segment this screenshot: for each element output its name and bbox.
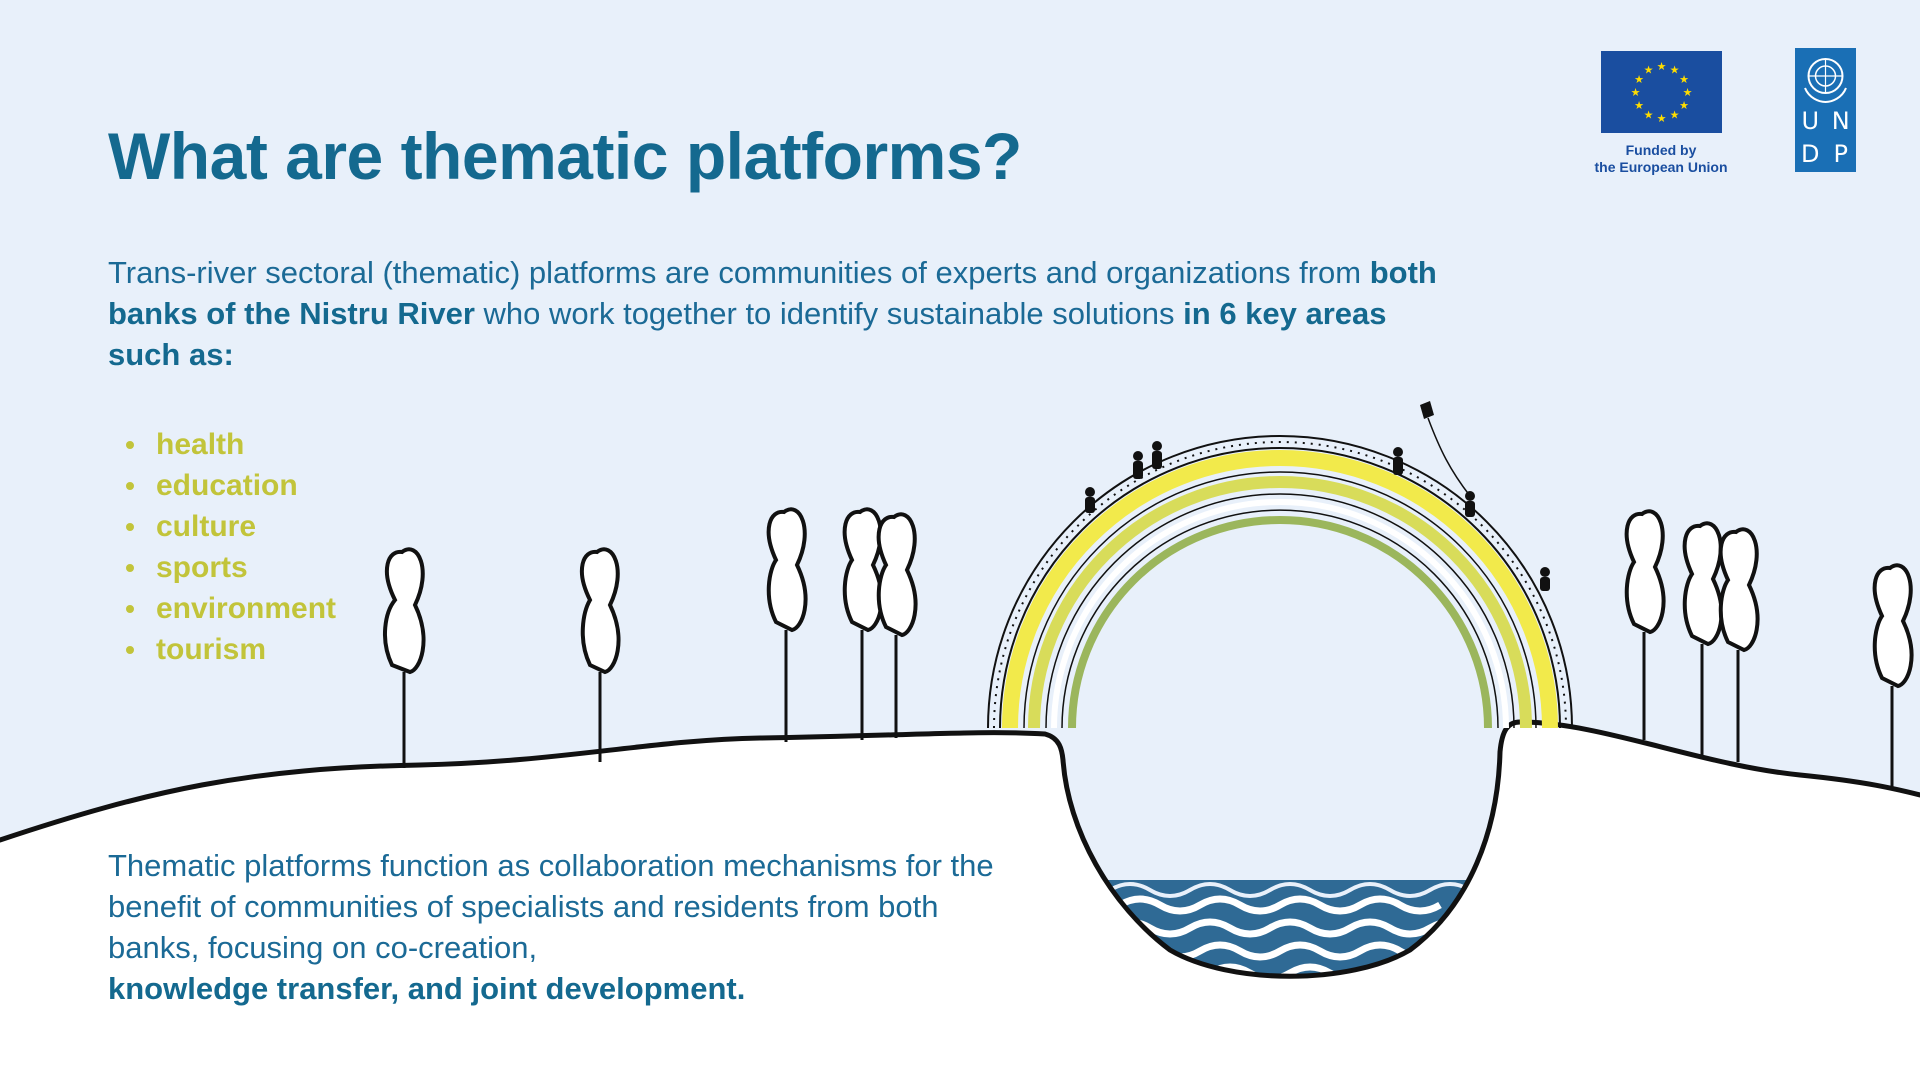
closing-emphasis: knowledge transfer, and joint developmen… [108, 971, 746, 1006]
eu-star-icon: ★ [1634, 73, 1644, 86]
eu-caption-line: Funded by [1625, 142, 1697, 158]
tree-icon [383, 507, 1914, 689]
eu-flag-icon: ★★★★★★★★★★★★ [1600, 51, 1722, 133]
eu-star-icon: ★ [1679, 73, 1689, 86]
undp-logo: U N D P [1795, 48, 1856, 172]
undp-letter: P [1833, 140, 1848, 168]
intro-emphasis: both banks of the Nistru River [108, 255, 1437, 331]
eu-star-icon: ★ [1643, 64, 1653, 77]
intro-text: Trans-river sectoral (thematic) platform… [108, 255, 1370, 290]
key-areas-list: health education culture sports environm… [126, 424, 336, 670]
eu-star-icon: ★ [1679, 99, 1689, 112]
eu-star-icon: ★ [1656, 60, 1666, 73]
eu-star-icon: ★ [1682, 86, 1692, 99]
eu-logo: ★★★★★★★★★★★★ Funded by the European Unio… [1593, 51, 1729, 176]
undp-letters: U N D P [1795, 106, 1856, 170]
list-item: health [126, 424, 336, 465]
person-icon [1085, 441, 1550, 591]
list-item: culture [126, 506, 336, 547]
kite-icon [1420, 401, 1471, 497]
page-title: What are thematic platforms? [108, 119, 1022, 193]
tree-trunks [402, 630, 1894, 790]
river-outline [1060, 751, 1503, 979]
list-item: education [126, 465, 336, 506]
closing-text: Thematic platforms function as collabora… [108, 848, 994, 965]
undp-letter: N [1831, 107, 1850, 135]
undp-letter: D [1801, 140, 1820, 168]
list-item: environment [126, 588, 336, 629]
closing-paragraph: Thematic platforms function as collabora… [108, 845, 1008, 1009]
eu-star-icon: ★ [1630, 86, 1640, 99]
bridge-icon [987, 435, 1573, 729]
list-item: tourism [126, 629, 336, 670]
eu-star-icon: ★ [1643, 109, 1653, 122]
un-emblem-icon [1804, 58, 1847, 104]
eu-star-icon: ★ [1669, 64, 1679, 77]
ground [0, 722, 1920, 1080]
eu-caption: Funded by the European Union [1593, 142, 1729, 176]
undp-letter: U [1801, 107, 1820, 135]
ground-outline-left [0, 730, 1066, 843]
eu-star-icon: ★ [1634, 99, 1644, 112]
eu-star-icon: ★ [1656, 112, 1666, 125]
intro-paragraph: Trans-river sectoral (thematic) platform… [108, 252, 1448, 375]
eu-caption-line: the European Union [1594, 159, 1728, 175]
eu-star-icon: ★ [1669, 109, 1679, 122]
list-item: sports [126, 547, 336, 588]
intro-text-continued: who work together to identify sustainabl… [474, 296, 1184, 331]
intro-emphasis-areas: in 6 key areas such as: [108, 296, 1387, 372]
